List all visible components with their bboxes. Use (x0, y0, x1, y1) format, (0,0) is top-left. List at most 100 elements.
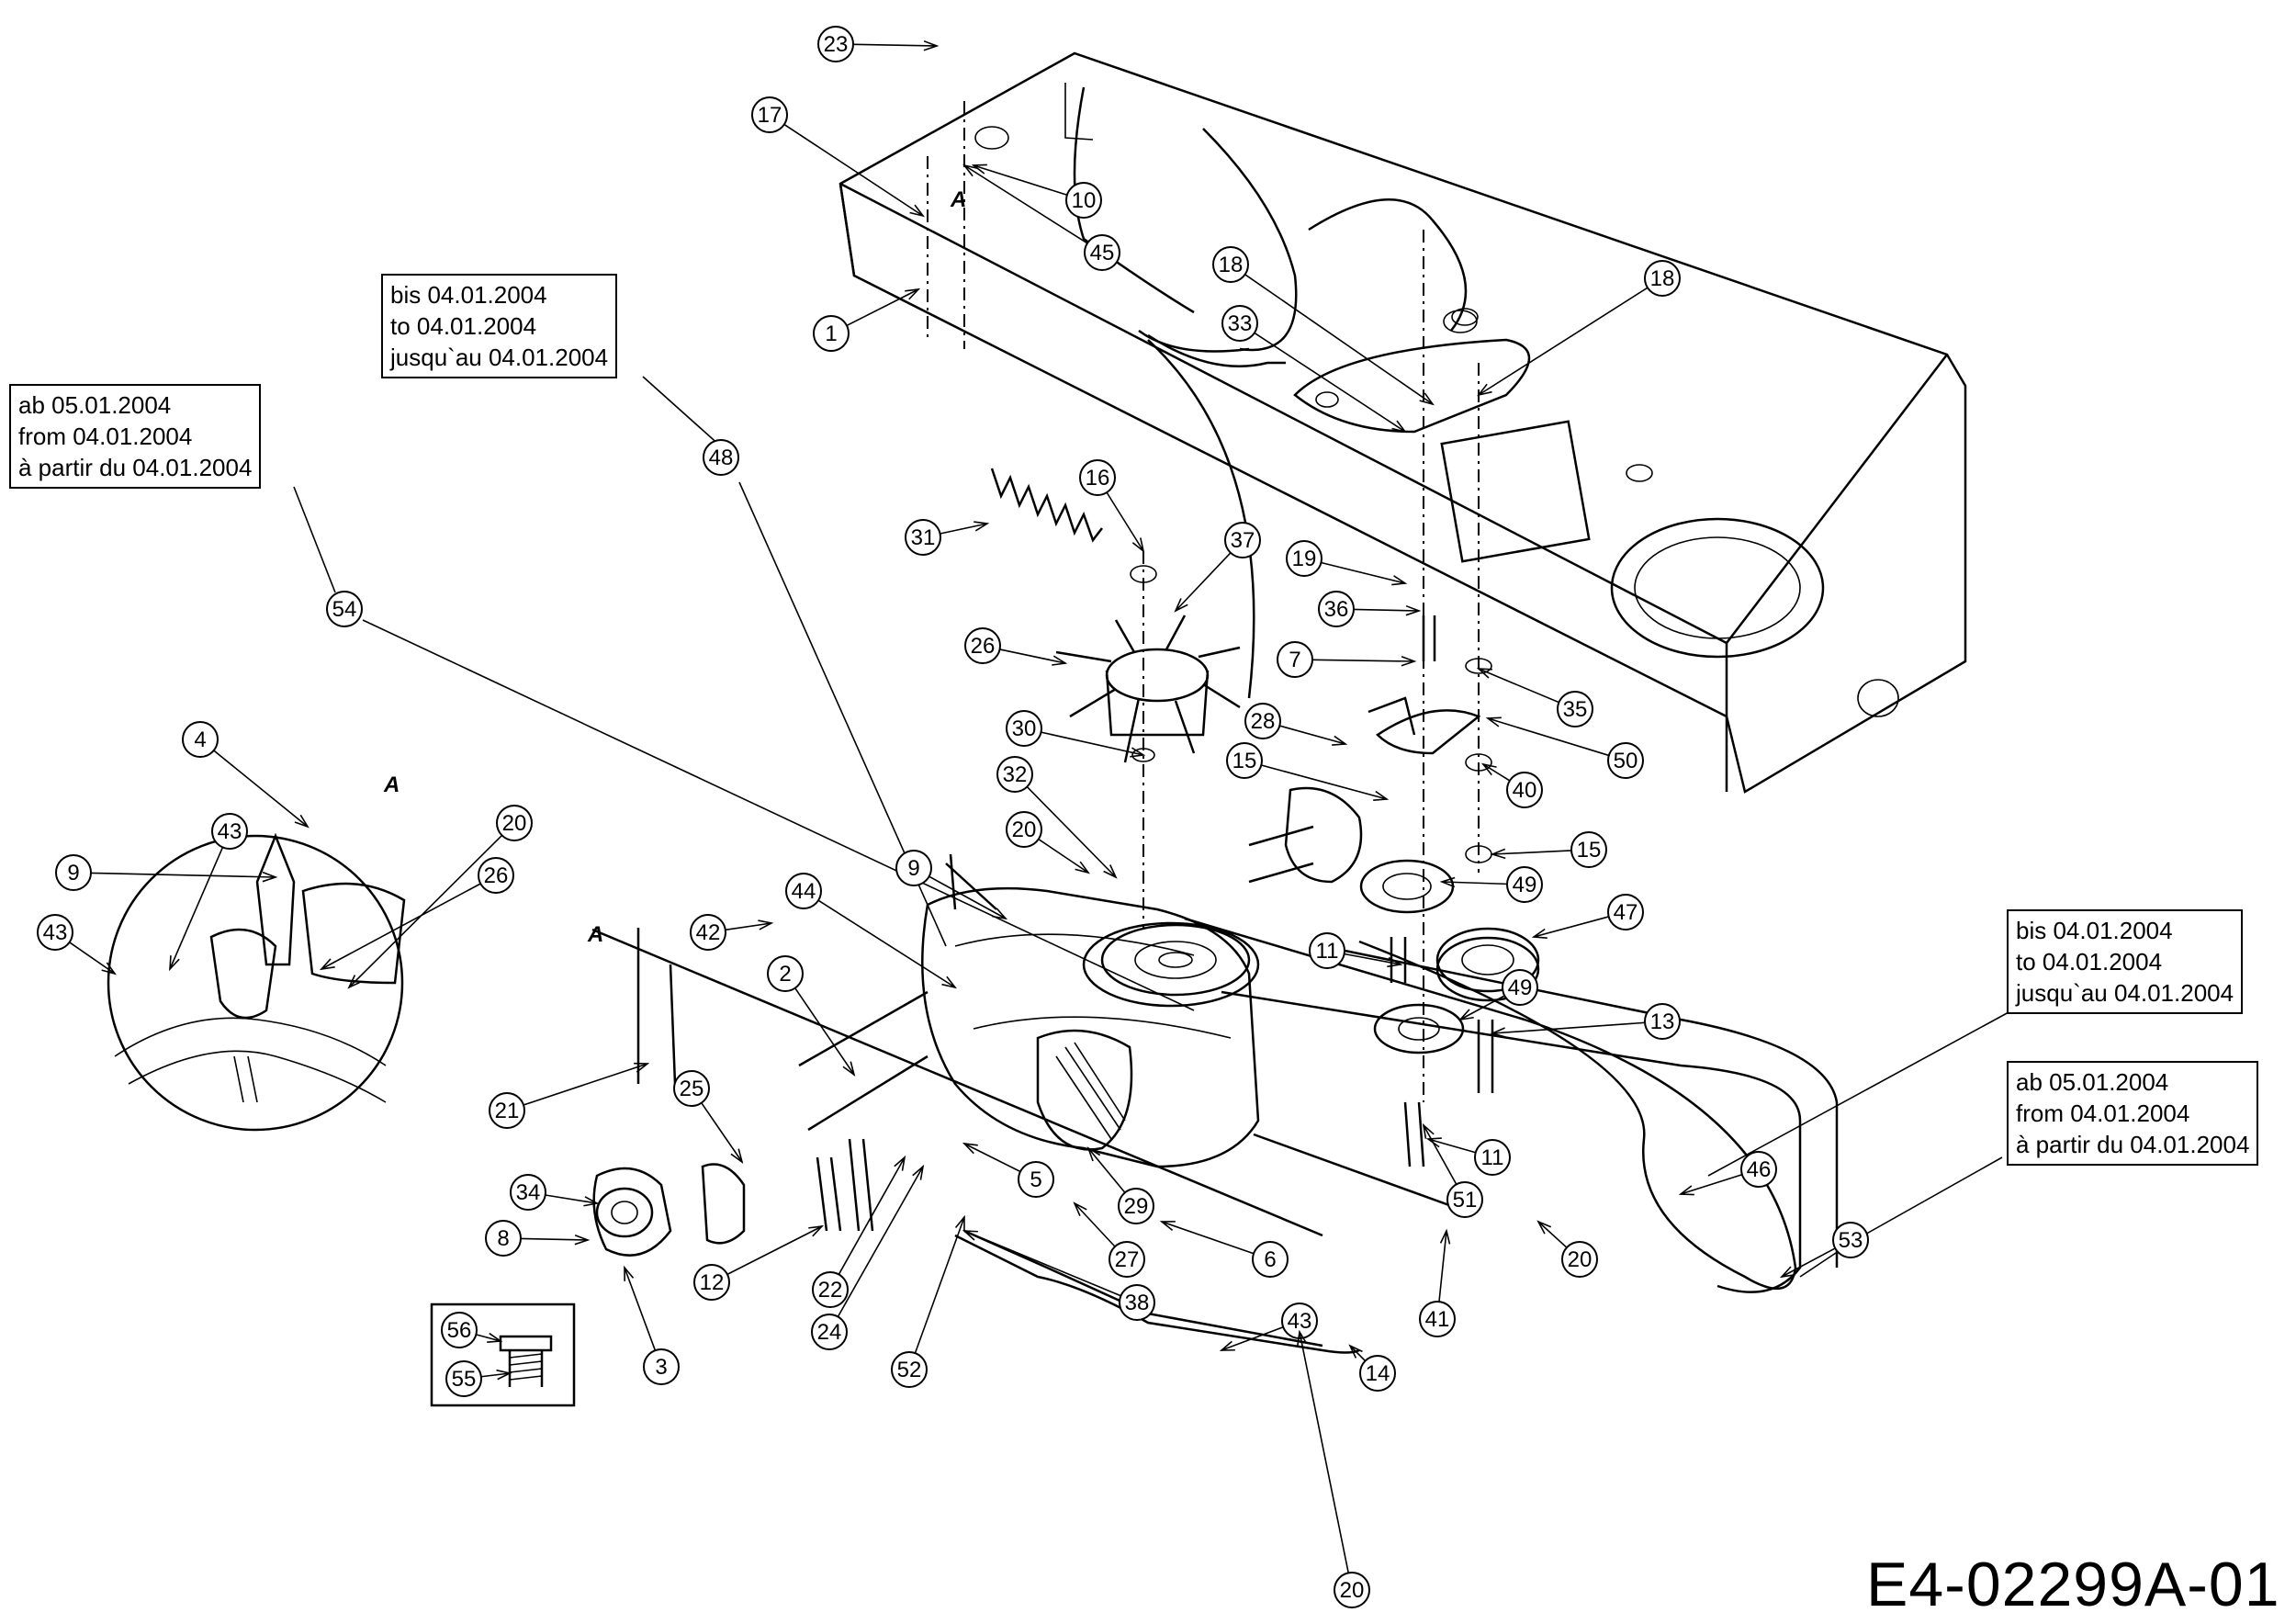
callout-bubble (1740, 1151, 1777, 1188)
callout-number: 43 (43, 920, 68, 945)
callout-leader (963, 1143, 1021, 1173)
callout-arrowhead (1073, 1201, 1087, 1216)
callout-number: 31 (911, 525, 936, 550)
callout-arrowhead (1174, 598, 1188, 613)
callout-leader (817, 899, 956, 988)
callout-number: 46 (1747, 1157, 1772, 1182)
callout-leader (1299, 1331, 1350, 1573)
callout-arrowhead (1779, 1266, 1795, 1279)
callout-arrowhead (1159, 1221, 1176, 1231)
inset-bolt-box (430, 1303, 576, 1407)
callout-arrowhead (909, 204, 925, 218)
callout-arrowhead (1348, 1344, 1363, 1359)
callout-13: 13 (1490, 1003, 1681, 1040)
note-line: to 04.01.2004 (2016, 948, 2163, 976)
callout-number: 32 (1003, 762, 1028, 787)
callout-arrowhead (1480, 762, 1497, 776)
callout-arrowhead (1405, 604, 1422, 616)
callout-bubble (1318, 591, 1355, 627)
callout-bubble (326, 591, 363, 627)
callout-bubble (445, 1360, 482, 1397)
callout-bubble (1474, 1139, 1511, 1176)
callout-arrowhead (1130, 747, 1146, 758)
callout-leader (1279, 725, 1346, 745)
callout-arrowhead (1536, 1220, 1552, 1235)
callout-8: 8 (485, 1220, 591, 1257)
callout-20: 20 (1006, 811, 1090, 874)
callout-arrowhead (347, 975, 362, 989)
callout-arrowhead (1086, 1146, 1101, 1162)
callout-number: 38 (1125, 1291, 1150, 1315)
callout-leader (1161, 1221, 1255, 1255)
callout-arrowhead (1419, 392, 1435, 406)
callout-1: 1 (813, 288, 921, 352)
callout-55: 55 (445, 1360, 512, 1397)
callout-leader (1311, 659, 1415, 662)
callout-arrowhead (1219, 1340, 1235, 1351)
callout-15: 15 (1226, 742, 1390, 801)
callout-leader (1353, 608, 1420, 612)
callout-arrowhead (1485, 716, 1502, 727)
callout-leader (1478, 668, 1559, 704)
callout-bubble (37, 914, 73, 951)
callout-number: 18 (1219, 253, 1244, 277)
callout-number: 2 (779, 962, 791, 987)
callout-number: 37 (1231, 528, 1255, 553)
callout-arrowhead (1052, 655, 1068, 666)
callout-leader (1438, 1230, 1447, 1303)
callout-bubble (996, 756, 1033, 793)
callout-arrowhead (1678, 1185, 1694, 1196)
note-line: à partir du 04.01.2004 (2016, 1131, 2250, 1158)
callout-arrowhead (1332, 735, 1348, 746)
callout-number: 26 (484, 863, 509, 888)
note-line: jusqu`au 04.01.2004 (390, 344, 609, 371)
detail-marker-a-frame: A (950, 187, 966, 212)
callout-bubble (812, 1271, 849, 1308)
callout-arrowhead (1131, 537, 1145, 554)
callout-20: 20 (347, 805, 533, 989)
callout-17: 17 (751, 96, 925, 218)
callout-43: 43 (1219, 1303, 1318, 1351)
callout-arrowhead (842, 1061, 856, 1077)
callout-arrowhead (1297, 1329, 1308, 1346)
callout-bubble (496, 805, 533, 841)
callout-bubble (1119, 1284, 1155, 1321)
callout-bubble (441, 1312, 478, 1348)
rods (591, 339, 1470, 1354)
callout-40: 40 (1480, 762, 1543, 808)
callout-number: 43 (218, 819, 242, 844)
callout-50: 50 (1485, 716, 1644, 779)
chassis-frame (838, 51, 1967, 794)
callout-bubble (485, 1220, 522, 1257)
drawing-number: E4-02299A-01 (1866, 1550, 2280, 1619)
callout-number: 20 (1340, 1578, 1365, 1603)
callout-bubble (785, 873, 822, 909)
callout-number: 47 (1614, 900, 1638, 925)
callout-arrowhead (319, 958, 335, 971)
callout-number: 20 (502, 811, 527, 836)
callout-leader (1491, 850, 1572, 855)
callout-19: 19 (1286, 540, 1408, 586)
callout-number: 17 (758, 103, 782, 128)
callout-arrowhead (624, 1265, 635, 1281)
callout-29: 29 (1086, 1146, 1154, 1224)
callout-arrowhead (583, 1196, 600, 1207)
callout-leader (963, 164, 1088, 244)
callout-arrowhead (574, 1234, 591, 1246)
callout-number: 9 (907, 856, 919, 881)
callout-12: 12 (693, 1224, 825, 1301)
callout-number: 54 (332, 597, 357, 622)
callout-bubble (1644, 1003, 1681, 1040)
callout-number: 53 (1839, 1228, 1863, 1253)
transmission-assembly (798, 786, 1363, 1168)
callout-bubble (1109, 1241, 1145, 1278)
callout-leader (348, 834, 503, 988)
callout-14: 14 (1348, 1344, 1396, 1392)
callout-number: 25 (680, 1077, 704, 1101)
callout-arrowhead (101, 962, 117, 976)
callout-number: 20 (1012, 818, 1037, 842)
callout-32: 32 (996, 756, 1118, 879)
callout-number: 21 (495, 1099, 520, 1123)
callout-47: 47 (1531, 894, 1644, 939)
